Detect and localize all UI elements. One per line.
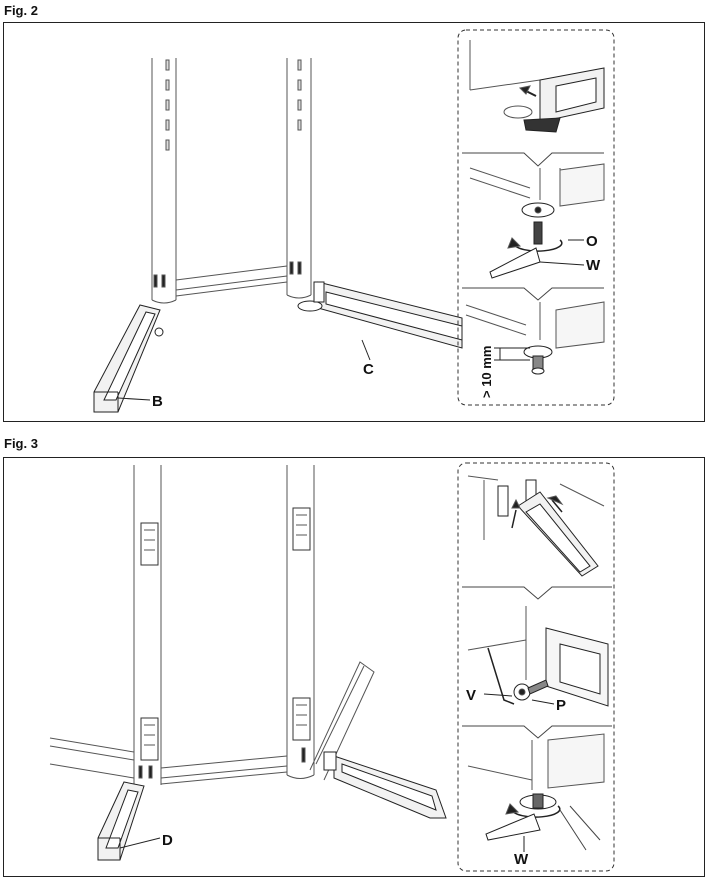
fig2-title: Fig. 2 bbox=[4, 3, 38, 18]
fig3-panel bbox=[3, 457, 705, 877]
fig2-panel bbox=[3, 22, 705, 422]
fig3-title: Fig. 3 bbox=[4, 436, 38, 451]
